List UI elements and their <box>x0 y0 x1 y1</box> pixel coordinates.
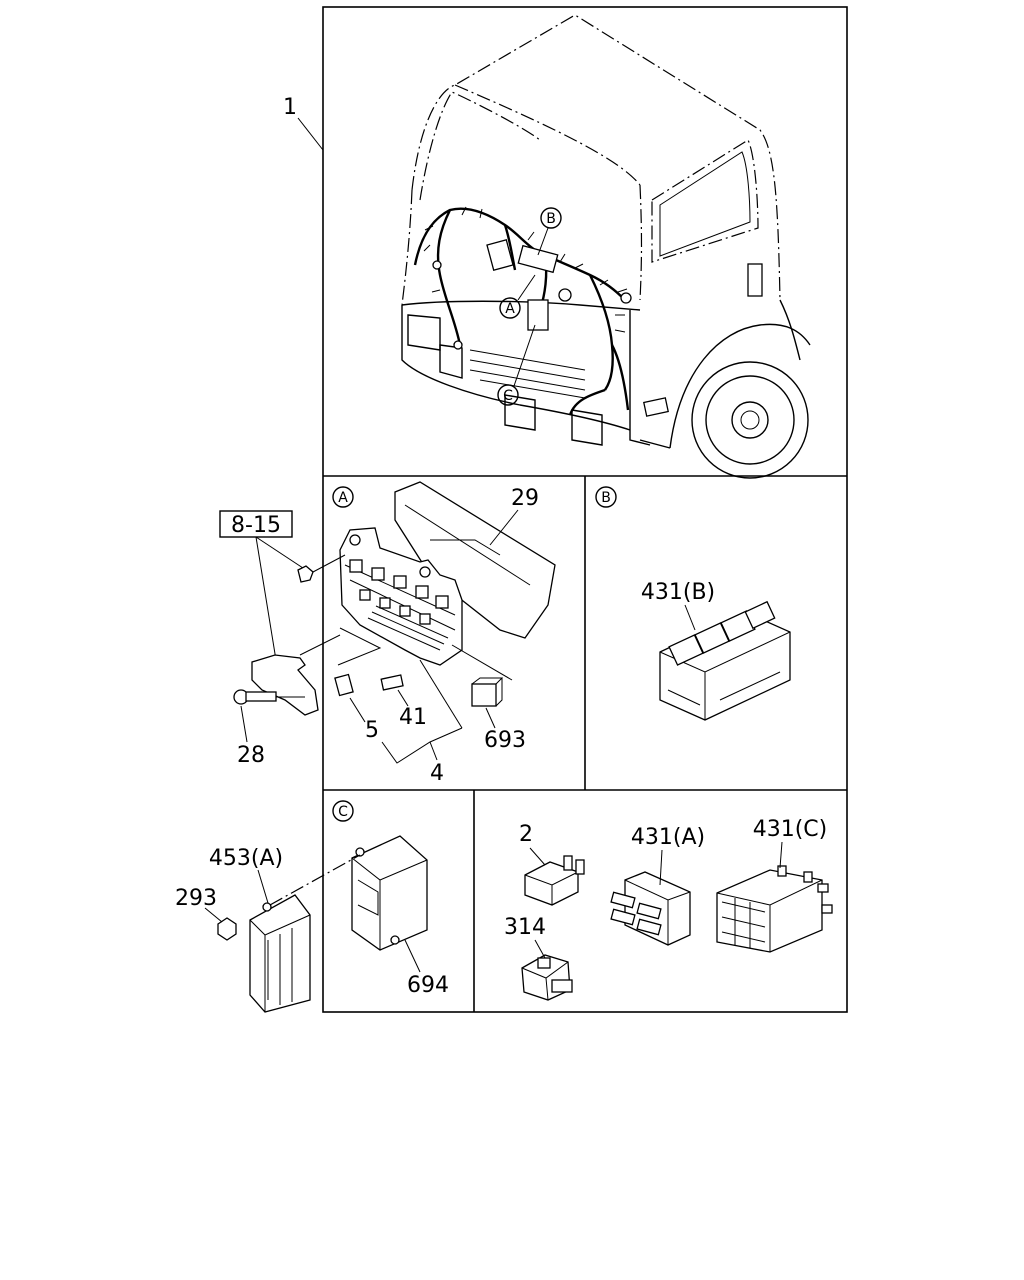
callout-b-top: B <box>537 207 562 256</box>
svg-text:5: 5 <box>365 718 379 743</box>
module-694: 694 <box>351 835 449 998</box>
panel-b-callout: B <box>595 486 617 508</box>
svg-text:A: A <box>505 301 515 317</box>
svg-text:28: 28 <box>237 743 265 768</box>
fuse-box-4 <box>339 527 463 666</box>
svg-text:A: A <box>338 490 348 506</box>
relay-2: 2 <box>519 822 585 906</box>
bolt-28: 28 <box>233 689 305 768</box>
svg-text:2: 2 <box>519 822 533 847</box>
svg-text:B: B <box>546 211 556 227</box>
bracket-assembly: 8-15 28 <box>219 510 346 768</box>
panel-c: C 694 <box>332 800 449 998</box>
svg-text:C: C <box>503 388 513 404</box>
panel-relays: 2 314 431(A) <box>504 817 833 1001</box>
svg-text:694: 694 <box>407 973 449 998</box>
svg-text:431(C): 431(C) <box>753 817 828 842</box>
nut-on-bracket <box>297 565 314 583</box>
svg-text:314: 314 <box>504 915 546 940</box>
svg-text:4: 4 <box>430 761 444 786</box>
relay-431-c: 431(C) <box>716 817 833 953</box>
relay-314: 314 <box>504 915 573 1001</box>
panel-a: A 29 <box>332 481 556 786</box>
panel-b: B 431(B) <box>595 486 791 721</box>
svg-text:431(A): 431(A) <box>631 825 705 850</box>
svg-text:C: C <box>338 804 348 820</box>
svg-text:431(B): 431(B) <box>641 580 715 605</box>
svg-text:B: B <box>601 490 611 506</box>
label-harness-1: 1 <box>283 95 324 151</box>
fuse-5: 5 <box>334 673 379 743</box>
panel-c-callout: C <box>332 800 354 822</box>
svg-text:1: 1 <box>283 95 297 120</box>
svg-text:8-15: 8-15 <box>231 513 281 538</box>
cover-29: 29 <box>394 481 556 639</box>
callout-a-top: A <box>499 274 536 319</box>
svg-text:693: 693 <box>484 728 526 753</box>
panel-a-callout: A <box>332 486 354 508</box>
relay-block-431-b: 431(B) <box>641 580 791 721</box>
nut-293: 293 <box>175 886 237 941</box>
unit-453-a: 453(A) <box>209 846 361 1013</box>
svg-text:41: 41 <box>399 705 427 730</box>
relay-693: 693 <box>471 677 526 753</box>
svg-text:29: 29 <box>511 486 539 511</box>
diagram-frames <box>322 6 848 1013</box>
wiring-harness-1 <box>413 206 632 416</box>
label-fuse-box-4: 4 <box>381 659 463 786</box>
relay-431-a: 431(A) <box>610 825 705 946</box>
svg-text:293: 293 <box>175 886 217 911</box>
callout-c-top: C <box>497 324 536 406</box>
svg-text:453(A): 453(A) <box>209 846 283 871</box>
clip-41: 41 <box>380 674 427 730</box>
truck-cab-drawing <box>401 14 811 479</box>
